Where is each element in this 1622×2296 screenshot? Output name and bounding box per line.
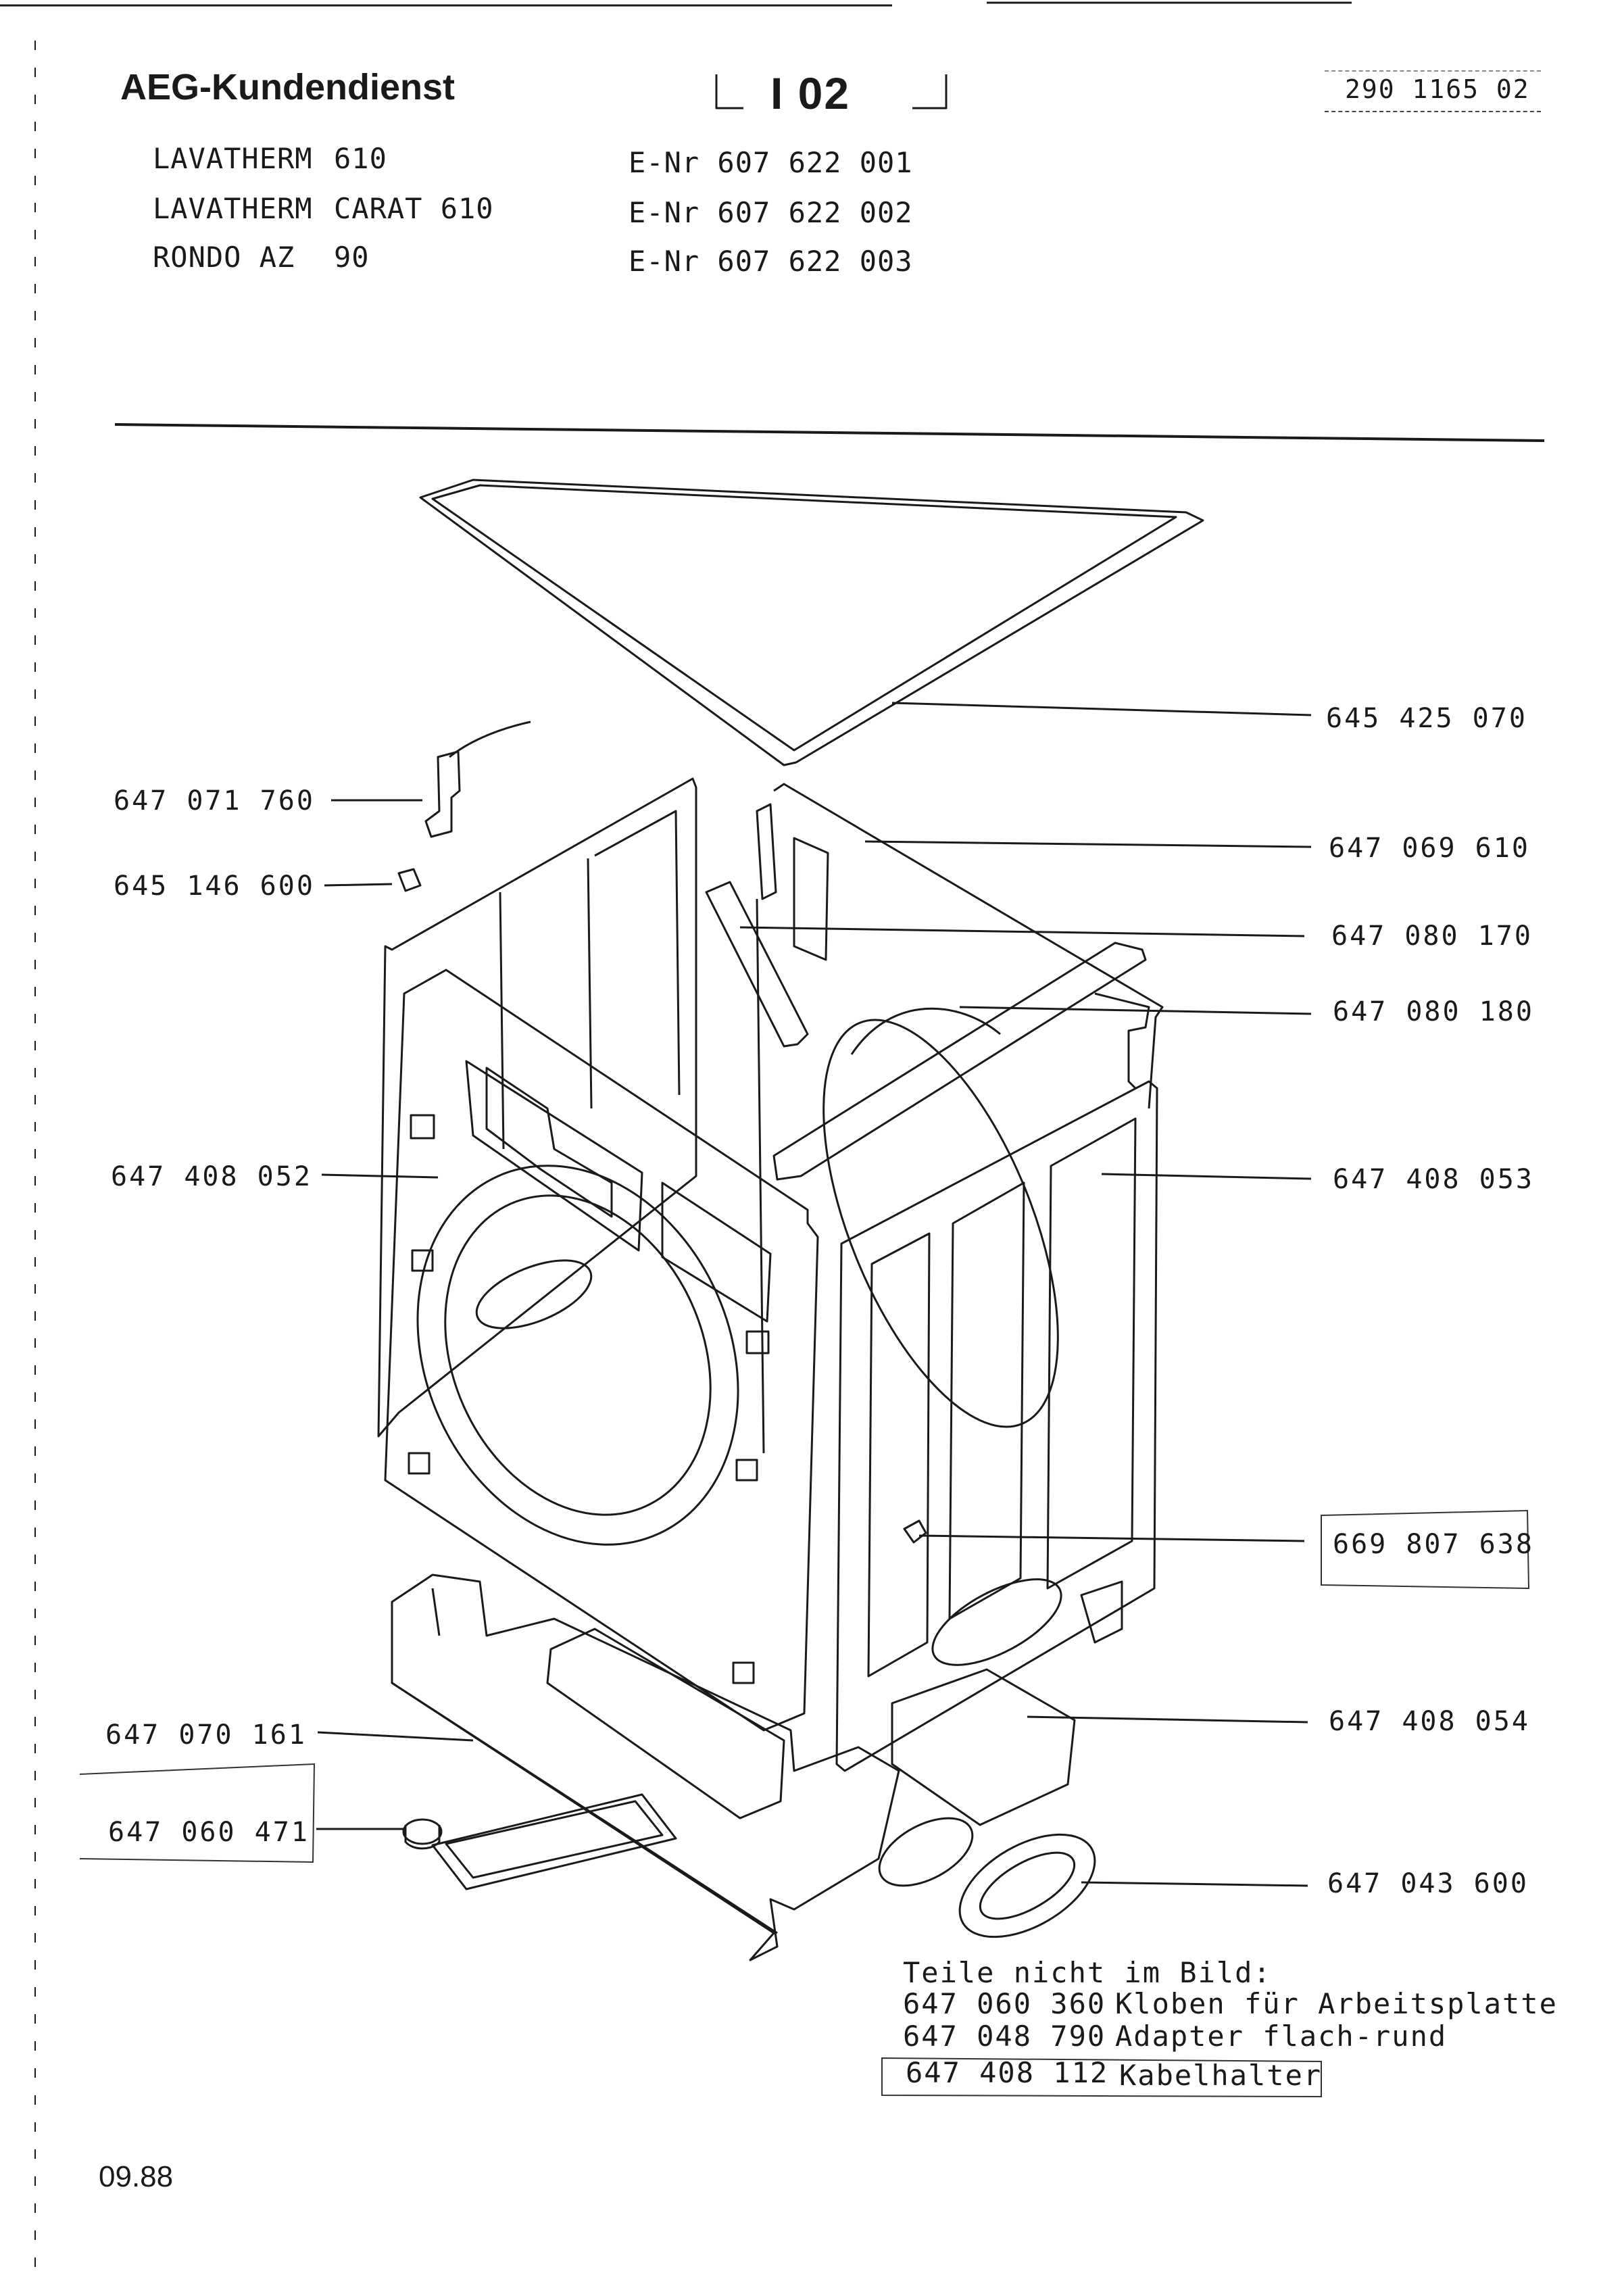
not-shown-label: Adapter flach-rund (1115, 2020, 1448, 2053)
top-plate-shape (419, 479, 1204, 766)
leader-brace (739, 926, 1305, 937)
not-shown-number: 647 048 790 (903, 2020, 1106, 2053)
gasket-shape (431, 1793, 677, 1890)
left-panel-shape (377, 777, 697, 1438)
not-shown-label: Kabelhalter (1119, 2059, 1323, 2092)
leader-side-panel (1101, 1173, 1312, 1180)
leader-front-panel (321, 1173, 439, 1179)
part-label-clip: 645 146 600 (114, 871, 315, 902)
leader-duct (1027, 1715, 1308, 1724)
foot-label-box (79, 1763, 316, 1863)
part-label-foot: 647 060 471 (108, 1817, 310, 1848)
leader-clip (324, 883, 393, 887)
document-number: 290 1165 02 (1345, 74, 1530, 104)
not-shown-number: 647 408 112 (906, 2056, 1109, 2089)
part-label-duct: 647 408 054 (1329, 1706, 1530, 1737)
not-shown-label: Kloben für Arbeitsplatte (1115, 1987, 1558, 2020)
revision-date: 09.88 (99, 2160, 174, 2193)
model-variant: 610 (334, 142, 387, 175)
drum-shape (822, 1007, 1059, 1428)
foot-shape (402, 1818, 443, 1850)
sheet-code: I 02 (770, 68, 851, 118)
part-label-side-panel: 647 408 053 (1333, 1164, 1534, 1195)
part-label-front-panel: 647 408 052 (111, 1161, 312, 1192)
part-label-gasket: 647 070 161 (105, 1719, 307, 1751)
part-label-seal: 647 043 600 (1327, 1868, 1529, 1899)
part-label-screw: 669 807 638 (1333, 1529, 1534, 1560)
kabelhalter-box (881, 2057, 1322, 2098)
side-panel-shape (835, 1080, 1158, 1772)
brace-diagonal-shape (705, 881, 809, 1048)
model-enr: E-Nr 607 622 002 (629, 196, 913, 229)
model-name: LAVATHERM (153, 192, 313, 225)
duct-housing-shape (391, 1573, 1123, 1961)
seal-ring-shape (878, 1817, 1096, 1938)
front-panel-shape (384, 969, 819, 1732)
model-variant: 90 (334, 241, 370, 274)
leader-gasket (317, 1731, 474, 1742)
model-variant: CARAT 610 (334, 192, 494, 225)
leader-seal (1081, 1881, 1308, 1887)
part-label-brace: 647 080 170 (1331, 921, 1533, 952)
rear-panel-shape (756, 783, 1164, 1454)
clip-shape (397, 868, 422, 892)
sheet-code-bracket (715, 74, 948, 109)
not-shown-number: 647 060 360 (903, 1987, 1106, 2020)
screw-shape (903, 1519, 927, 1544)
part-label-sensor-bracket: 647 071 760 (114, 785, 315, 816)
leader-screw (918, 1534, 1305, 1542)
part-label-top-plate: 645 425 070 (1326, 703, 1527, 734)
screw-label-box (1321, 1509, 1530, 1590)
leader-rear-panel (864, 840, 1312, 848)
part-label-top-rail: 647 080 180 (1333, 996, 1534, 1027)
model-enr: E-Nr 607 622 001 (629, 146, 913, 179)
leader-top-rail (959, 1006, 1312, 1015)
not-shown-heading: Teile nicht im Bild: (903, 1956, 1272, 1989)
document-number-box (1325, 70, 1541, 112)
brand-title: AEG-Kundendienst (120, 67, 455, 107)
part-label-rear-panel: 647 069 610 (1329, 833, 1530, 864)
model-name: LAVATHERM (153, 142, 313, 175)
sensor-bracket-shape (424, 720, 531, 838)
leader-top-plate (891, 702, 1312, 716)
header-divider (114, 423, 1545, 442)
model-enr: E-Nr 607 622 003 (629, 245, 913, 278)
top-rail-shape (772, 942, 1147, 1181)
model-name: RONDO AZ (153, 241, 295, 274)
